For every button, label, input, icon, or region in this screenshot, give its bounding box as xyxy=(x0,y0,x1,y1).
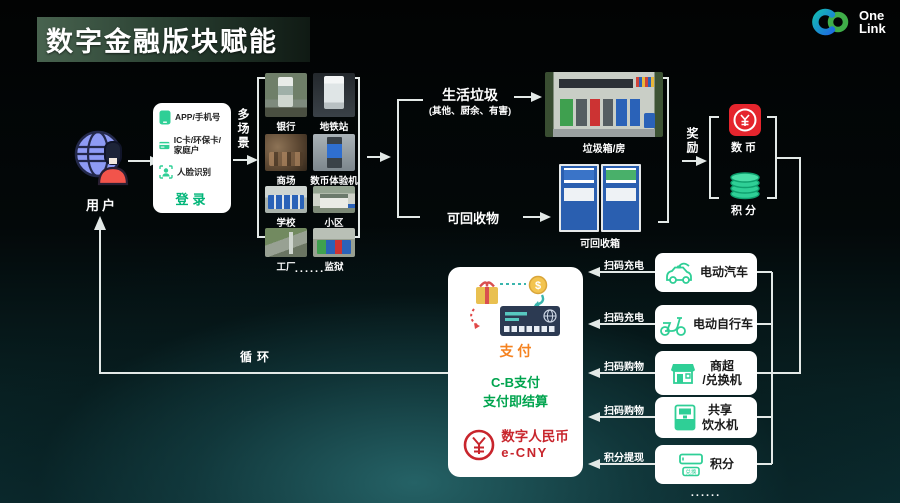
service-box-electric-bike: 电动自行车 xyxy=(655,305,757,344)
scene-label: 地铁站 xyxy=(319,122,349,133)
service-box-water-dispenser: 共享 饮水机 xyxy=(655,397,757,438)
electric-car-icon xyxy=(666,262,692,284)
recycle-machines-label: 可回收箱 xyxy=(580,239,620,250)
card-icon xyxy=(159,141,170,149)
payment-line2: 支付即结算 xyxy=(482,393,548,409)
scene-photo-bank xyxy=(265,73,307,117)
scene-photo-mall xyxy=(265,134,307,171)
page-title-text: 数字金融版块赋能 xyxy=(46,27,278,57)
service-label: 共享 饮水机 xyxy=(701,403,738,432)
wheelie-bin xyxy=(644,113,655,128)
user-globe-icon xyxy=(74,130,129,186)
user-node: 用户 xyxy=(72,128,132,214)
ecny-brand-text: 数字人民币 e-CNY xyxy=(501,429,569,461)
scenes-more-dots: ...... xyxy=(294,263,326,275)
garbage-house-label: 垃圾箱/房 xyxy=(582,144,626,155)
water-dispenser-icon xyxy=(674,404,696,431)
garbage-house-photo xyxy=(545,72,663,137)
login-item-label: IC卡/环保卡/家庭户 xyxy=(173,134,221,156)
scene-photo-community xyxy=(313,186,355,213)
phone-icon xyxy=(159,110,171,125)
service-label: 电动汽车 xyxy=(699,265,748,280)
login-item-card: IC卡/环保卡/家庭户 xyxy=(159,135,226,155)
onelink-logo-icon xyxy=(812,8,849,36)
logo-line1: One xyxy=(859,8,885,23)
recycle-machine-left xyxy=(559,164,599,232)
scene-label: 学校 xyxy=(276,218,296,229)
service-label: 积分 xyxy=(709,457,734,472)
service-box-points: 兑换 积分 xyxy=(655,445,757,484)
page-title: 数字金融版块赋能 xyxy=(37,17,310,62)
garbage-house-sign xyxy=(559,79,633,88)
login-item-face: 人脸识别 xyxy=(159,165,226,179)
payment-card: $ 支 付 C-B支付 支付即结算 xyxy=(448,267,583,477)
payment-illustration-icon: $ xyxy=(469,275,560,336)
recyclable-title: 可回收物 xyxy=(446,211,499,226)
onelink-logo: One Link xyxy=(806,6,886,38)
service-action-label: 扫码充电 xyxy=(604,261,644,272)
service-action-label: 积分提现 xyxy=(604,453,644,464)
points-label: 积分 xyxy=(731,205,759,217)
service-action-label: 扫码购物 xyxy=(604,406,644,417)
login-item-label: 人脸识别 xyxy=(177,167,212,178)
service-label: 电动自行车 xyxy=(693,317,754,332)
login-item-label: APP/手机号 xyxy=(175,112,221,123)
garbage-house-bin-doors xyxy=(560,99,640,126)
store-icon xyxy=(671,363,696,384)
face-id-icon xyxy=(159,165,173,179)
household-waste-subtitle: (其他、厨余、有害) xyxy=(428,106,512,117)
scene-label: 银行 xyxy=(276,122,296,133)
ecny-brand: 数字人民币 e-CNY xyxy=(462,428,569,462)
service-action-label: 扫码充电 xyxy=(604,313,644,324)
digital-currency-icon xyxy=(729,104,761,136)
ecny-brand-name: 数字人民币 xyxy=(501,428,569,444)
svg-text:兑换: 兑换 xyxy=(685,468,697,476)
login-item-app: APP/手机号 xyxy=(159,110,226,125)
garbage-house-banner xyxy=(636,77,654,87)
service-action-label: 扫码购物 xyxy=(604,362,644,373)
onelink-logo-text: One Link xyxy=(859,9,886,35)
scene-photo-kiosk xyxy=(313,134,355,171)
svg-text:$: $ xyxy=(534,280,540,292)
scene-label: 小区 xyxy=(324,218,344,229)
scene-photo-metro xyxy=(313,73,355,117)
scene-label: 商场 xyxy=(276,176,296,187)
ecny-brand-sub: e-CNY xyxy=(501,444,548,460)
points-coupon-icon: 兑换 xyxy=(679,453,703,476)
user-label: 用户 xyxy=(85,198,118,213)
scene-label: 监狱 xyxy=(324,262,344,273)
electric-bike-icon xyxy=(660,317,686,336)
payment-description: C-B支付 支付即结算 xyxy=(483,374,548,412)
service-box-store: 商超 /兑换机 xyxy=(655,351,757,395)
multi-scene-label: 多场景 xyxy=(236,108,250,150)
recycle-machine-right xyxy=(601,164,641,232)
payment-line1: C-B支付 xyxy=(490,375,541,390)
services-more-dots: ...... xyxy=(690,487,722,499)
points-coins-icon xyxy=(730,172,760,200)
scene-photo-school xyxy=(265,186,307,213)
household-waste-title: 生活垃圾 xyxy=(442,87,498,103)
logo-line2: Link xyxy=(859,21,886,36)
payment-title: 支 付 xyxy=(499,343,532,359)
recycle-machines-photo xyxy=(559,164,641,232)
loop-label: 循环 xyxy=(240,350,275,364)
scene-photo-factory xyxy=(265,228,307,257)
login-action-label: 登录 xyxy=(175,192,210,207)
scene-label: 工厂 xyxy=(276,262,296,273)
reward-label: 奖励 xyxy=(685,127,699,155)
service-label: 商超 /兑换机 xyxy=(702,358,742,387)
scene-label: 数币体验机 xyxy=(310,176,358,187)
garbage-house-ground xyxy=(553,129,655,137)
ecny-emblem-icon xyxy=(463,429,495,460)
login-card: APP/手机号 IC卡/环保卡/家庭户 人脸识别 登录 xyxy=(153,103,231,213)
service-box-electric-car: 电动汽车 xyxy=(655,253,757,292)
scene-photo-prison xyxy=(313,228,355,257)
digital-currency-label: 数币 xyxy=(731,142,759,154)
